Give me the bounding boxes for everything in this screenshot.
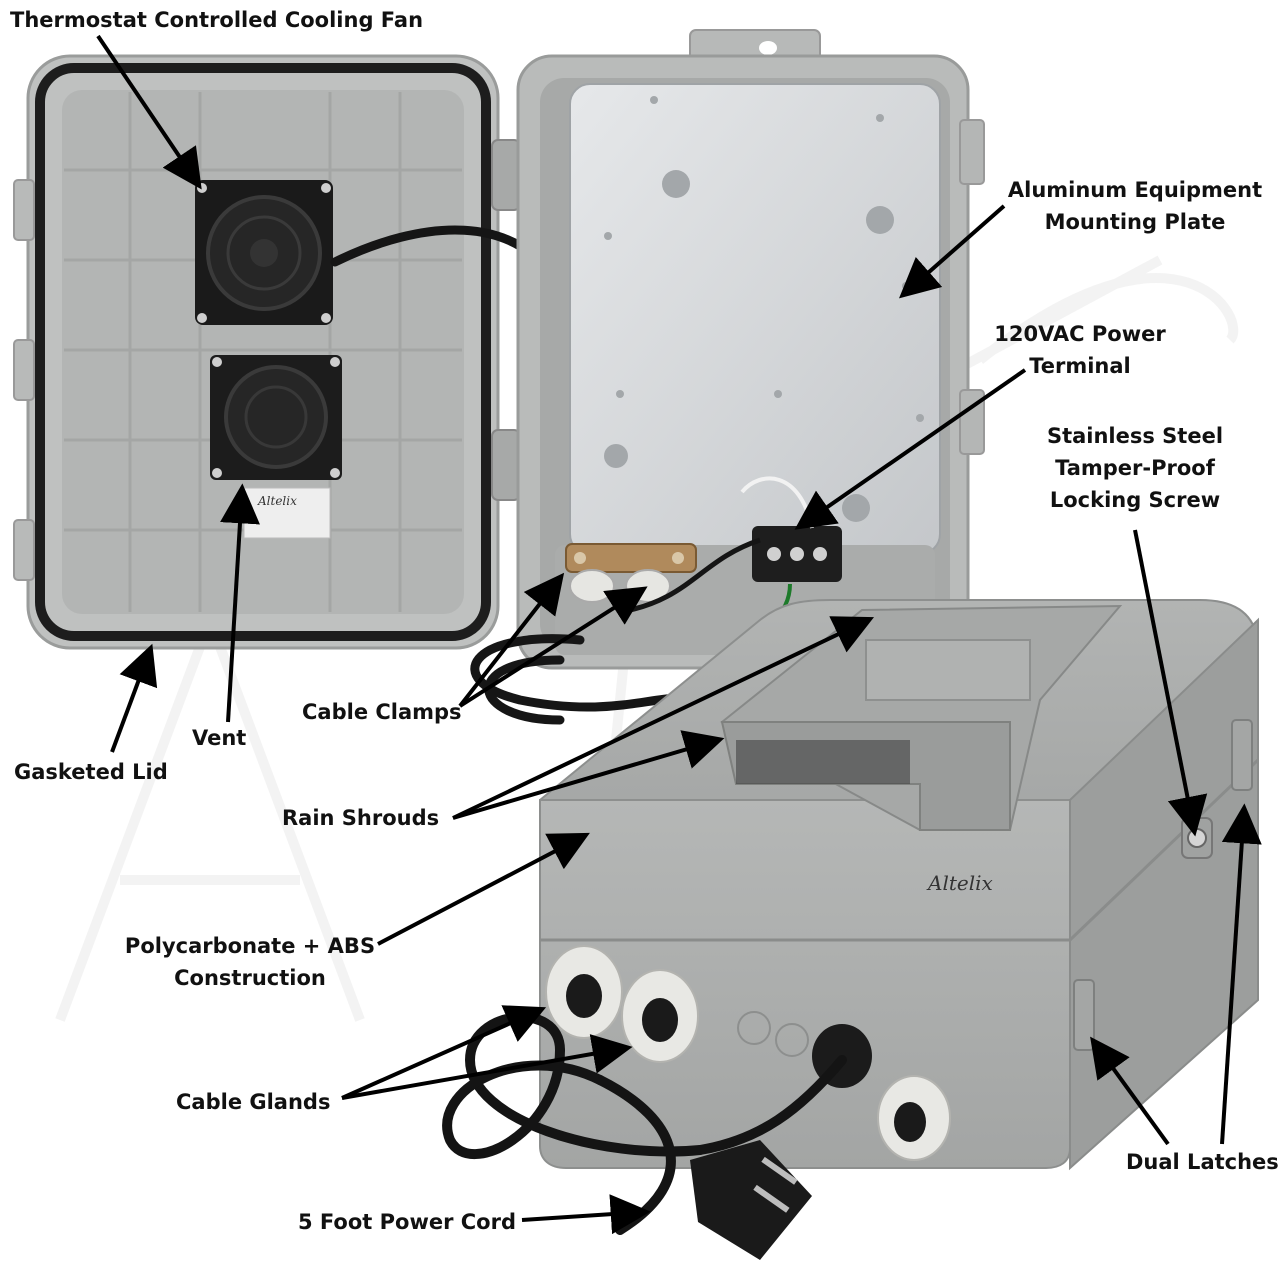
lid-gasket	[35, 63, 491, 641]
label-construction-line2: Construction	[174, 966, 326, 990]
cable-clamps	[565, 543, 697, 603]
cooling-fan	[195, 180, 333, 325]
label-rain-shrouds: Rain Shrouds	[282, 806, 440, 830]
enclosure-brand-logo: Altelix	[926, 871, 993, 895]
label-cable-glands: Cable Glands	[176, 1090, 331, 1114]
label-locking-screw-line2: Tamper-Proof	[1055, 456, 1215, 480]
power-plug	[690, 1140, 812, 1260]
label-dual-latches: Dual Latches	[1126, 1150, 1279, 1174]
label-power-terminal-line1: 120VAC Power	[994, 322, 1166, 346]
label-mounting-plate-line1: Aluminum Equipment	[1007, 178, 1263, 202]
label-cooling-fan: Thermostat Controlled Cooling Fan	[10, 8, 424, 32]
label-locking-screw-line1: Stainless Steel	[1046, 424, 1224, 448]
dual-latches	[1073, 719, 1253, 1051]
label-locking-screw-line3: Locking Screw	[1049, 488, 1221, 512]
label-construction-line1: Polycarbonate + ABS	[124, 934, 376, 958]
open-enclosure-base	[516, 29, 985, 670]
label-vent: Vent	[192, 726, 247, 750]
svg-text:Altelix: Altelix	[257, 494, 297, 508]
vent	[210, 355, 342, 480]
closed-enclosure: Altelix	[539, 599, 1260, 1171]
locking-screw	[1181, 817, 1213, 859]
rain-shrouds	[720, 604, 1123, 831]
label-mounting-plate-line2: Mounting Plate	[1044, 210, 1226, 234]
label-power-cord: 5 Foot Power Cord	[298, 1210, 516, 1234]
label-gasketed-lid: Gasketed Lid	[14, 760, 168, 784]
callout-arrows	[96, 34, 1262, 1235]
label-cable-clamps: Cable Clamps	[302, 700, 462, 724]
open-lid: Altelix	[13, 54, 500, 650]
label-power-terminal-line2: Terminal	[1029, 354, 1131, 378]
